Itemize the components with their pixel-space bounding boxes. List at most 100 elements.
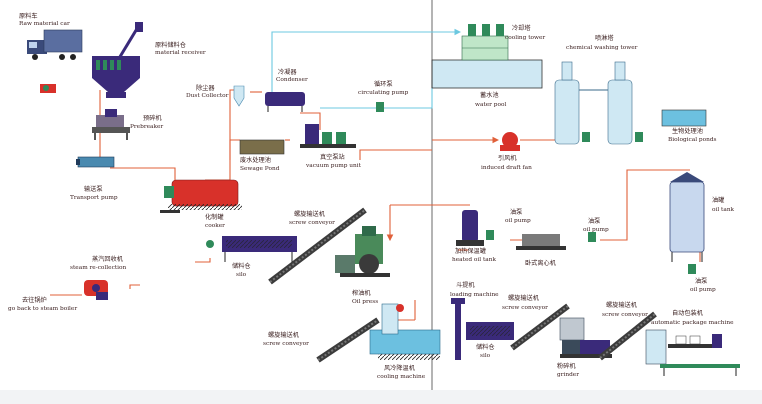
boiler-label-cn: 去往锅炉 xyxy=(22,297,47,304)
transport-pump-label-en: Transport pump xyxy=(70,195,118,201)
centrifuge xyxy=(516,234,566,250)
material-receiver-label-cn: 原料储料仓 xyxy=(155,42,186,49)
oil-tank-label-cn: 油罐 xyxy=(712,197,725,204)
silo-2 xyxy=(466,322,514,340)
prebreaker xyxy=(92,109,130,140)
biological-ponds-label-cn: 生物处理池 xyxy=(672,128,703,135)
loading-machine-label-cn: 斗提机 xyxy=(456,282,475,289)
loading-machine-label-en: loading machine xyxy=(450,292,499,298)
prebreaker-label-en: Prebreaker xyxy=(130,124,164,130)
cooker-label-en: cooker xyxy=(205,223,225,229)
cooling-tower xyxy=(461,24,509,61)
transport-pump-label-cn: 输送泵 xyxy=(84,186,103,193)
vacuum-pump-label-en: vacuum pump unit xyxy=(306,163,361,169)
oil-pump-3 xyxy=(688,264,696,274)
centrifuge-label-cn: 卧式离心机 xyxy=(525,260,556,267)
screw-conveyor-2 xyxy=(316,317,380,363)
cooling-machine-label-en: cooling machine xyxy=(377,374,426,380)
oil-pump-1 xyxy=(486,230,494,240)
screw-conveyor-2-label-cn: 螺旋输送机 xyxy=(508,295,539,302)
oil-pump-2-label-en: oil pump xyxy=(583,227,609,233)
oil-tank xyxy=(669,172,705,262)
water-pool-label-en: water pool xyxy=(475,102,507,108)
oil-pump-1-label-cn: 油泵 xyxy=(510,209,523,216)
chemical-washing-tower-label-en: chemical washing tower xyxy=(566,45,638,51)
screw-conveyor-4-label-cn: 螺旋输送机 xyxy=(268,332,299,339)
screw-conveyor-4 xyxy=(598,311,657,361)
loading-machine xyxy=(451,298,465,360)
steam-recollection-label-en: steam re-collection xyxy=(70,265,127,271)
silo-2-label-cn: 储料仓 xyxy=(476,344,495,351)
cooker xyxy=(160,179,242,213)
screw-conveyor-2-label-en: screw conveyor xyxy=(502,305,548,311)
vacuum-pump-label-cn: 真空泵站 xyxy=(320,154,345,161)
dust-collector xyxy=(233,85,245,107)
heated-oil-tank-label-cn: 加热保温罐 xyxy=(455,248,486,255)
circulating-pump-label-en: circulating pump xyxy=(358,90,409,96)
chemical-washing-tower-label-cn: 喷淋塔 xyxy=(595,35,614,42)
screw-conveyor-1-label-cn: 螺旋输送机 xyxy=(294,211,325,218)
boiler-label-en: go back to steam boiler xyxy=(8,306,78,312)
material-receiver-label-en: material receiver xyxy=(155,50,206,56)
steam-recollection xyxy=(84,280,108,300)
condenser-label-en: Condenser xyxy=(276,77,308,83)
package-machine-label-cn: 自动包装机 xyxy=(672,310,703,317)
cooling-machine-label-cn: 风冷降温机 xyxy=(384,365,415,372)
oil-pump-2-label-cn: 油泵 xyxy=(588,218,601,225)
induced-draft-fan-label-en: induced draft fan xyxy=(481,165,532,171)
raw-material-car-label-cn: 原料车 xyxy=(19,13,38,20)
screw-conveyor-1 xyxy=(268,207,367,285)
oil-tank-label-en: oil tank xyxy=(712,207,735,213)
oil-pump-3-label-cn: 油泵 xyxy=(695,278,708,285)
steam-recollection-label-cn: 蒸汽回收机 xyxy=(92,256,123,263)
oil-press-label-en: Oil press xyxy=(352,299,379,305)
heated-oil-tank-label-en: heated oil tank xyxy=(452,257,497,263)
silo-1 xyxy=(206,236,297,262)
automatic-package-machine xyxy=(645,329,740,376)
oil-pump-1-label-en: oil pump xyxy=(505,218,531,224)
chemical-washing-tower xyxy=(554,61,643,145)
grinder xyxy=(559,317,612,358)
condenser xyxy=(265,92,305,112)
water-pool-label-cn: 蓄水池 xyxy=(480,92,499,99)
silo-1-label-en: silo xyxy=(236,272,247,278)
screw-conveyor-3-label-en: screw conveyor xyxy=(602,312,648,318)
biological-ponds-label-en: Biological ponds xyxy=(668,137,717,143)
sewage-pond-label-cn: 废水处理池 xyxy=(240,157,271,164)
cooling-tower-label-cn: 冷却塔 xyxy=(512,25,531,32)
screw-conveyor-4-label-en: screw conveyor xyxy=(263,341,309,347)
diagram-canvas xyxy=(27,0,740,390)
water-pipes xyxy=(271,28,462,109)
condenser-label-cn: 冷凝器 xyxy=(278,69,297,76)
biological-ponds xyxy=(661,109,707,127)
sewage-pond-label-en: Sewage Pond xyxy=(240,166,280,172)
oil-pump-2 xyxy=(588,232,596,242)
vacuum-pump-unit xyxy=(300,124,356,148)
cooling-tower-label-en: cooling tower xyxy=(505,35,546,41)
small-pump-icon xyxy=(40,84,56,93)
induced-draft-fan-label-cn: 引风机 xyxy=(498,155,517,162)
prebreaker-label-cn: 预碎机 xyxy=(143,115,162,122)
raw-material-car-label-en: Raw material car xyxy=(19,21,70,27)
induced-draft-fan xyxy=(500,132,520,151)
screw-conveyor-1-label-en: screw conveyor xyxy=(289,220,335,226)
steam-pipes xyxy=(50,86,701,321)
footer-bar xyxy=(0,390,762,404)
silo-1-label-cn: 储料仓 xyxy=(232,263,251,270)
material-receiver xyxy=(92,22,143,98)
cooling-machine xyxy=(369,303,441,360)
package-machine-label-en: automatic package machine xyxy=(651,320,734,326)
oil-press-label-cn: 榨油机 xyxy=(352,290,371,297)
transport-pump xyxy=(76,156,115,168)
heated-oil-tank xyxy=(456,210,484,246)
oil-press xyxy=(335,226,390,277)
dust-collector-label-cn: 除尘器 xyxy=(196,85,215,92)
screw-conveyor-3 xyxy=(510,303,570,351)
dust-collector-label-en: Dust Collector xyxy=(186,93,229,99)
circulating-pump xyxy=(376,102,384,112)
process-flow-diagram: 原料车 Raw material car 原料储料仓 material rece… xyxy=(8,0,740,390)
circulating-pump-label-cn: 循环泵 xyxy=(374,81,393,88)
screw-conveyor-3-label-cn: 螺旋输送机 xyxy=(606,302,637,309)
oil-pump-3-label-en: oil pump xyxy=(690,287,716,293)
sewage-pond xyxy=(239,139,285,155)
